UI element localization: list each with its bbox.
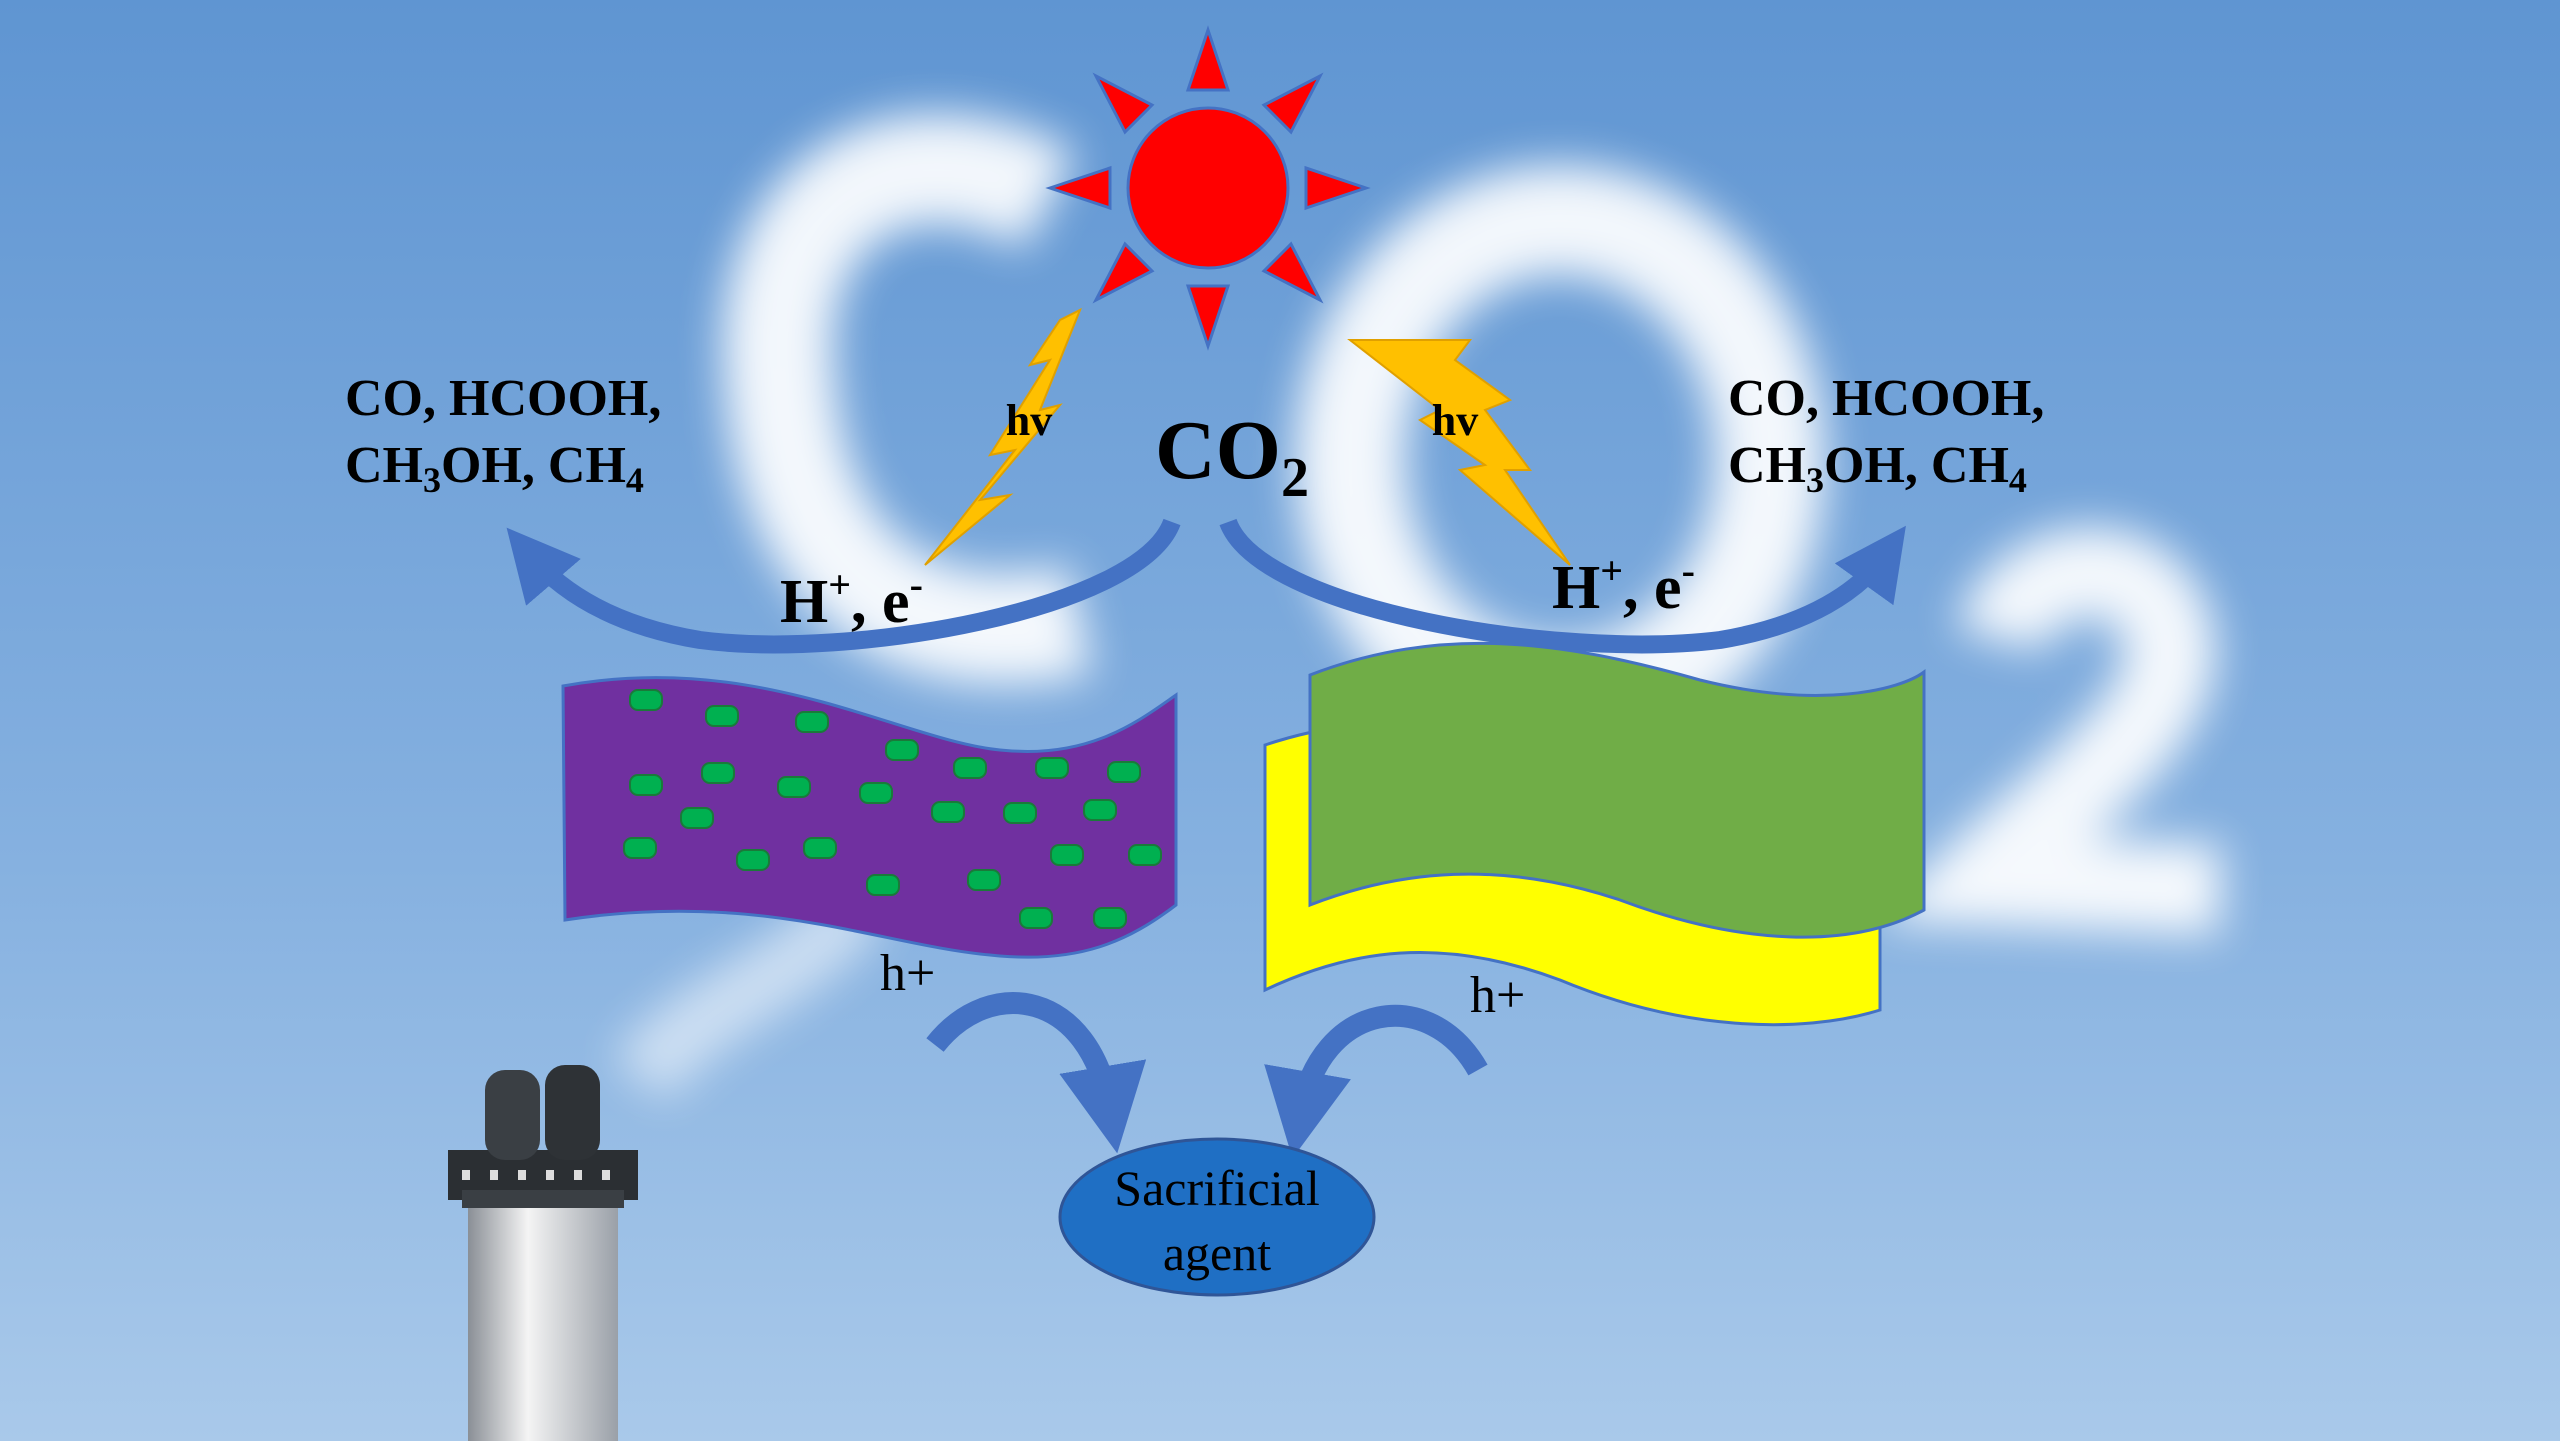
cocatalyst-dot <box>931 801 965 823</box>
purple-catalyst-sheet <box>561 676 1178 959</box>
cocatalyst-dot <box>1003 802 1037 824</box>
arrow-co2-to-left-products <box>506 518 1181 654</box>
cocatalyst-dot <box>777 776 811 798</box>
lightning-left-icon <box>924 307 1082 566</box>
lightning-right-icon <box>1347 339 1571 566</box>
cocatalyst-dot <box>705 705 739 727</box>
cocatalyst-dot <box>885 739 919 761</box>
light-label-left: hv <box>1006 396 1052 445</box>
cocatalyst-dot <box>1093 907 1127 929</box>
cocatalyst-dot <box>1050 844 1084 866</box>
sacrificial-agent-line1: Sacrificial <box>1114 1160 1319 1216</box>
green-catalyst-sheet <box>1308 641 1926 939</box>
right-products-line2: CH3OH, CH4 <box>1728 437 2027 500</box>
cocatalyst-dot <box>1019 907 1053 929</box>
cocatalyst-dot <box>623 837 657 859</box>
cocatalyst-dot <box>795 711 829 733</box>
cocatalyst-dot <box>967 869 1001 891</box>
cocatalyst-dot <box>1128 844 1162 866</box>
cocatalyst-dot <box>859 782 893 804</box>
sacrificial-agent-ellipse <box>1058 1137 1376 1297</box>
right-products-line1: CO, HCOOH, <box>1728 370 2044 427</box>
light-label-right: hv <box>1432 396 1478 445</box>
cocatalyst-dot <box>629 689 663 711</box>
hole-label-right: h+ <box>1470 967 1525 1024</box>
arrow-hole-left-to-agent <box>926 992 1147 1154</box>
right-products: CO, HCOOH, CH3OH, CH4 <box>1728 370 2044 500</box>
cocatalyst-dots <box>623 689 1162 929</box>
cocatalyst-dot <box>803 837 837 859</box>
cocatalyst-dot <box>953 757 987 779</box>
proton-electron-right: H+, e- <box>1552 548 1695 622</box>
arrow-hole-right-to-agent <box>1264 1004 1488 1159</box>
co2-label: CO2 <box>1155 404 1309 509</box>
cocatalyst-dot <box>1035 757 1069 779</box>
cocatalyst-dot <box>629 774 663 796</box>
cocatalyst-dot <box>1107 761 1141 783</box>
cocatalyst-dot <box>701 762 735 784</box>
arrow-co2-to-right-products <box>1219 518 1906 654</box>
sun-icon <box>1045 25 1371 351</box>
cocatalyst-dot <box>866 874 900 896</box>
cocatalyst-dot <box>680 807 714 829</box>
cocatalyst-dot <box>736 849 770 871</box>
left-products-line2: CH3OH, CH4 <box>345 437 644 500</box>
cocatalyst-dot <box>1083 799 1117 821</box>
left-products: CO, HCOOH, CH3OH, CH4 <box>345 370 661 500</box>
chimney <box>448 1065 638 1441</box>
left-products-line1: CO, HCOOH, <box>345 370 661 427</box>
hole-label-left: h+ <box>880 945 935 1002</box>
sacrificial-agent-line2: agent <box>1163 1225 1271 1281</box>
proton-electron-left: H+, e- <box>780 562 923 636</box>
